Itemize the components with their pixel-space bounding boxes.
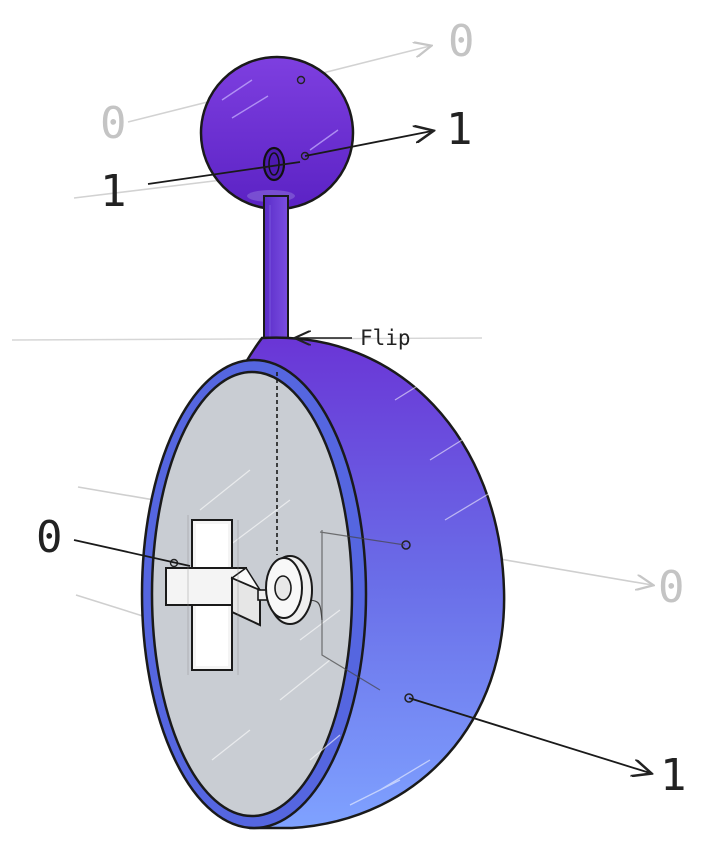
labels: 0 0 1 1 Flip 0 0 1 [36,16,687,801]
internal-mechanism [165,372,406,691]
label-mid-left-0: 0 [36,512,63,563]
label-upper-right-1: 1 [446,104,473,155]
label-upper-left-1: 1 [100,166,127,217]
rotor-disc [257,555,313,625]
cross-switch [165,515,262,675]
label-mid-right-0: 0 [658,562,685,613]
label-bottom-right-1: 1 [660,750,687,801]
hemisphere-point-1 [404,693,414,703]
top-sphere-point-0 [296,75,306,85]
state-arrows [73,131,650,773]
top-sphere [199,55,355,211]
label-flip: Flip [360,326,411,350]
label-top-left-0: 0 [100,98,127,149]
label-top-right-0: 0 [448,16,475,67]
